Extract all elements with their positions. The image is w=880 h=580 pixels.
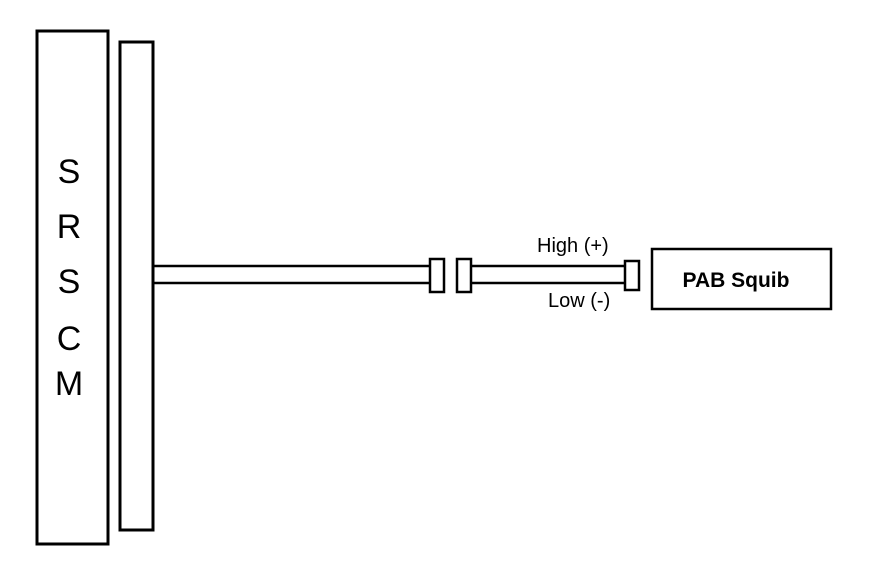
low-wire-label: Low (-) bbox=[548, 290, 610, 312]
high-wire-label: High (+) bbox=[537, 235, 609, 257]
srscm-letter-m: M bbox=[55, 365, 83, 403]
srscm-letter-s1: S bbox=[58, 153, 81, 191]
inline-connector-right bbox=[455, 257, 473, 294]
srscm-letter-c: C bbox=[57, 320, 82, 358]
pab-squib-box bbox=[650, 247, 833, 311]
module-connector-plate bbox=[118, 40, 155, 532]
srscm-letter-r: R bbox=[57, 208, 82, 246]
squib-connector bbox=[623, 259, 641, 292]
inline-connector-left bbox=[428, 257, 446, 294]
srscm-box bbox=[35, 29, 110, 546]
srscm-letter-s2: S bbox=[58, 263, 81, 301]
harness-wire-pair-right bbox=[471, 264, 625, 285]
harness-wire-pair-left bbox=[153, 264, 430, 285]
pab-squib-label: PAB Squib bbox=[683, 269, 790, 292]
pab-squib: PAB Squib bbox=[650, 247, 833, 311]
srscm-module: S R S C M bbox=[35, 29, 110, 546]
